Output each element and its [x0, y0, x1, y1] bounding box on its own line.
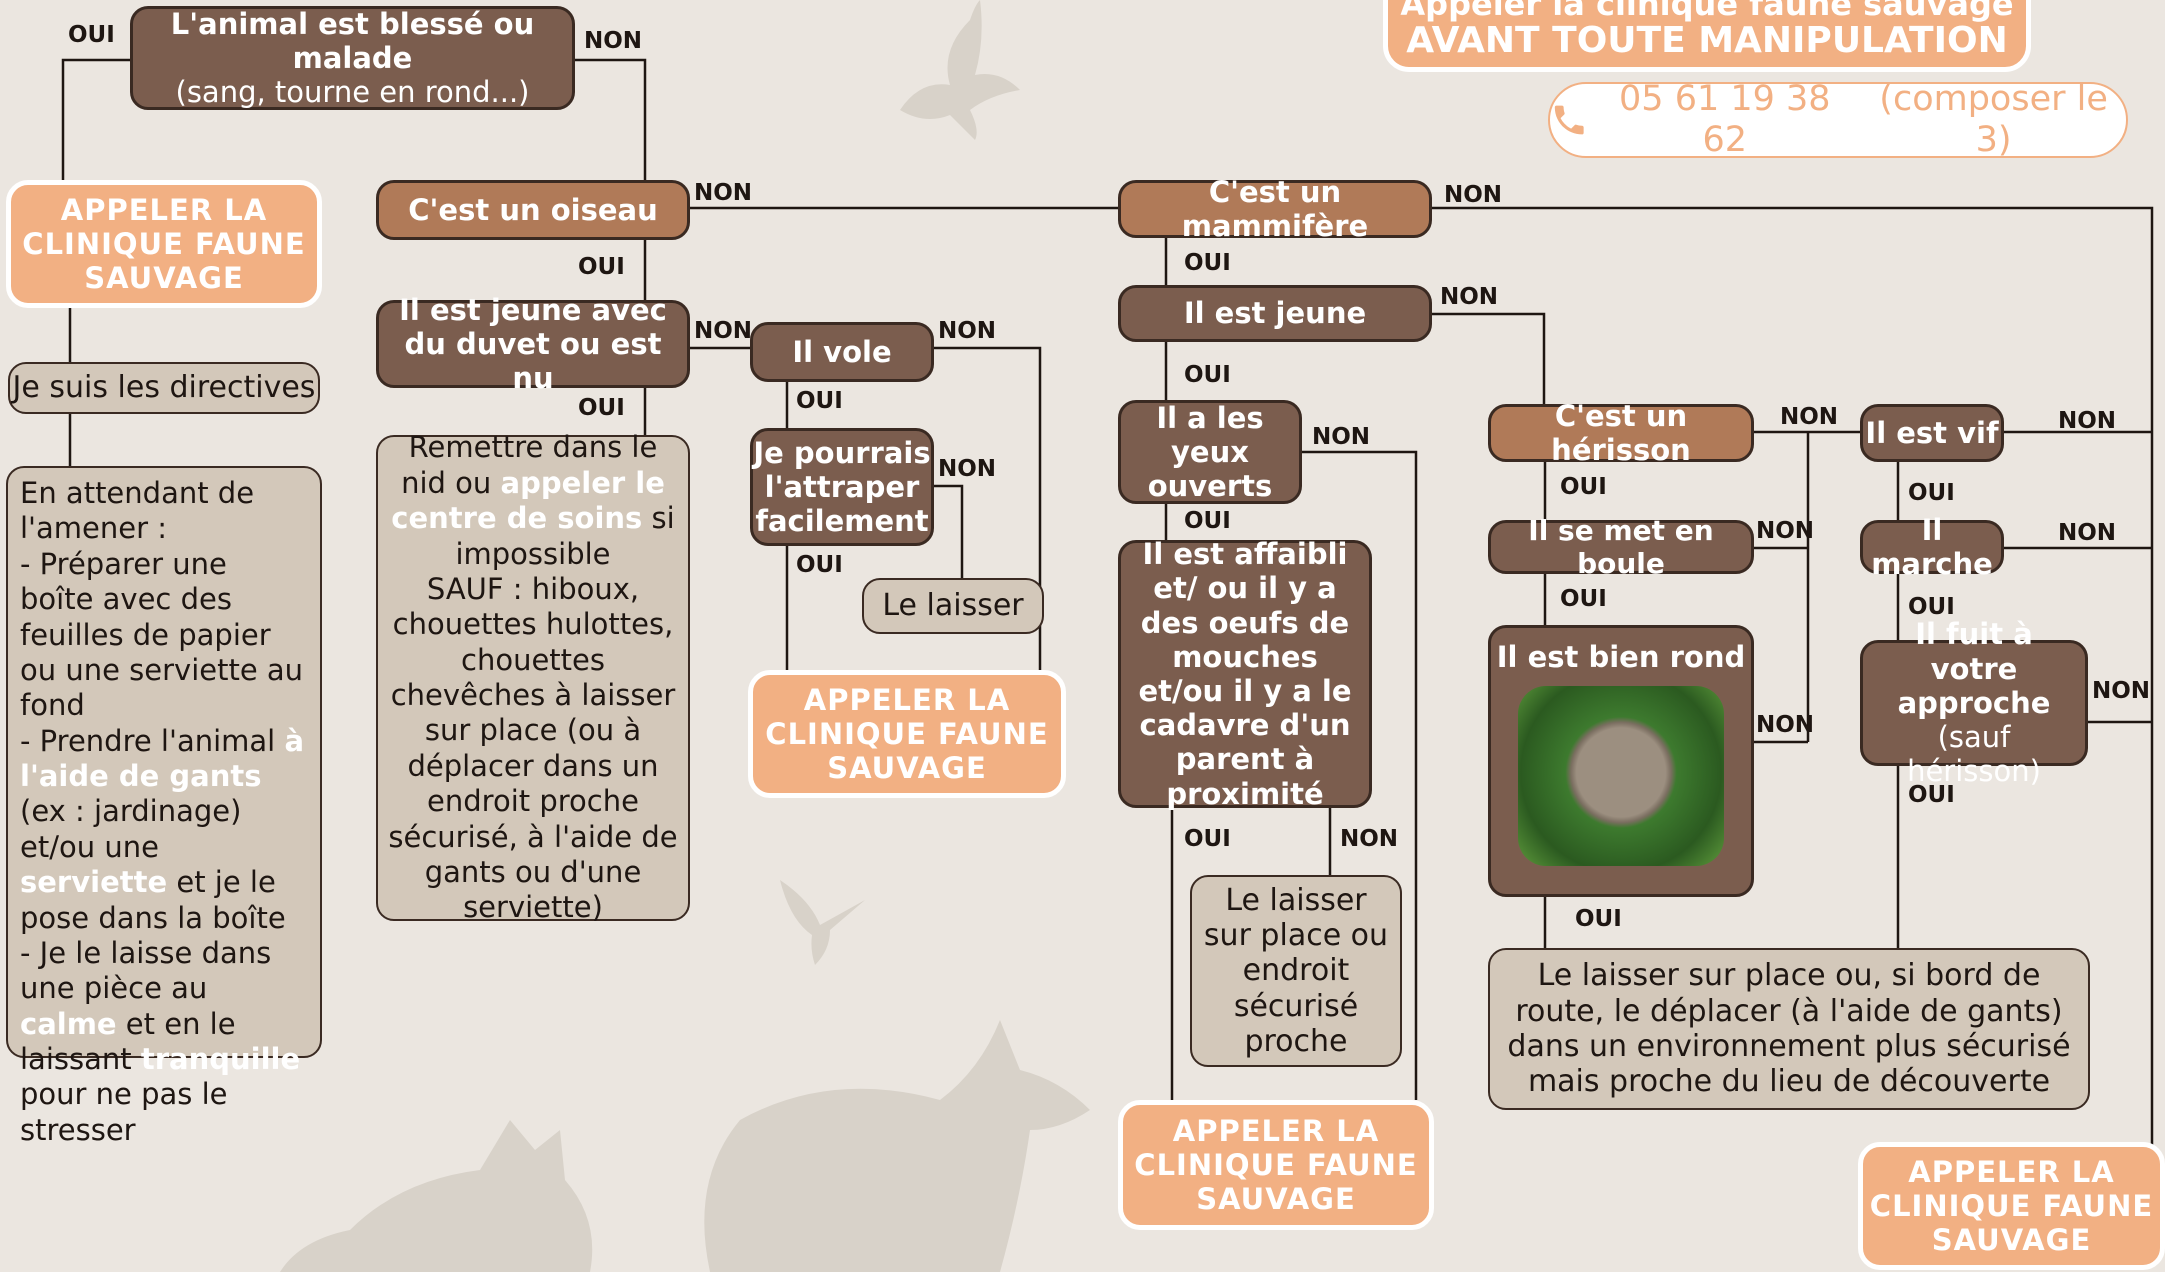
node-is-bird: C'est un oiseau — [376, 180, 690, 240]
instruction-line: En attendant de l'amener : — [20, 476, 255, 546]
label-no: NON — [1312, 424, 1371, 450]
node-eyes-open: Il a les yeux ouverts — [1118, 400, 1302, 504]
label-yes: OUI — [1184, 362, 1231, 388]
phone-note: (composer le 3) — [1879, 78, 2108, 160]
label-yes: OUI — [578, 395, 625, 421]
is-hedgehog-text: C'est un hérisson — [1551, 398, 1691, 467]
label-yes: OUI — [578, 254, 625, 280]
call-clinic-label: APPELER LA CLINIQUE FAUNE SAUVAGE — [1134, 1113, 1418, 1217]
label-yes: OUI — [1184, 508, 1231, 534]
lively-text: Il est vif — [1865, 415, 1999, 450]
hedgehog-photo — [1518, 686, 1724, 867]
node-young-down: Il est jeune avec du duvet ou est nu — [376, 293, 690, 395]
is-young-text: Il est jeune — [1183, 296, 1367, 331]
eyes-open-text: Il a les yeux ouverts — [1147, 400, 1273, 504]
node-leave-or-move: Le laisser sur place ou, si bord de rout… — [1488, 948, 2090, 1110]
call-clinic-label: APPELER LA CLINIQUE FAUNE SAUVAGE — [1869, 1154, 2154, 1258]
node-leave-in-place: Le laisser sur place ou endroit sécurisé… — [1190, 875, 1402, 1067]
node-leave-it: Le laisser — [862, 578, 1044, 634]
node-it-flies: Il vole — [750, 322, 934, 382]
label-yes: OUI — [1908, 782, 1955, 808]
header-top-line: Appeler la clinique faune sauvage — [1400, 0, 2014, 23]
node-is-mammal: C'est un mammifère — [1118, 175, 1432, 243]
label-yes: OUI — [796, 552, 843, 578]
fox-silhouette-icon — [280, 1120, 593, 1272]
header-bottom-line: AVANT TOUTE MANIPULATION — [1406, 20, 2008, 62]
nest-line: Remettre dans le nid ou appeler le centr… — [391, 430, 675, 571]
label-yes: OUI — [796, 388, 843, 414]
label-yes: OUI — [1908, 480, 1955, 506]
label-no: NON — [2092, 678, 2151, 704]
label-no: NON — [938, 456, 997, 482]
label-no: NON — [694, 180, 753, 206]
follow-directives-text: Je suis les directives — [12, 370, 316, 406]
call-clinic-label: APPELER LA CLINIQUE FAUNE SAUVAGE — [765, 682, 1049, 786]
label-no: NON — [1444, 182, 1503, 208]
label-no: NON — [2058, 408, 2117, 434]
leave-it-text: Le laisser — [882, 588, 1024, 624]
header-banner: Appeler la clinique faune sauvage AVANT … — [1383, 0, 2031, 72]
node-follow-directives: Je suis les directives — [8, 362, 320, 414]
label-yes: OUI — [1184, 250, 1231, 276]
injured-title: L'animal est blessé ou malade — [170, 6, 535, 75]
phone-icon — [1554, 105, 1584, 135]
node-ball: Il se met en boule — [1488, 514, 1754, 580]
label-yes: OUI — [1908, 594, 1955, 620]
ball-text: Il se met en boule — [1528, 513, 1714, 580]
is-bird-text: C'est un oiseau — [408, 192, 658, 227]
instruction-line: - Je le laisse dans une pièce au calme e… — [20, 935, 301, 1147]
node-is-young: Il est jeune — [1118, 285, 1432, 342]
label-yes: OUI — [1184, 826, 1231, 852]
label-no: NON — [1440, 284, 1499, 310]
node-injured: L'animal est blessé ou malade (sang, tou… — [130, 6, 575, 110]
nest-exception: SAUF : hiboux, chouettes hulottes, choue… — [388, 571, 678, 925]
leave-or-move-text: Le laisser sur place ou, si bord de rout… — [1507, 958, 2071, 1100]
call-clinic-box-4: APPELER LA CLINIQUE FAUNE SAUVAGE — [1858, 1142, 2165, 1270]
node-flees: Il fuit à votre approche (sauf hérisson) — [1860, 617, 2088, 788]
node-round: Il est bien rond — [1488, 625, 1754, 897]
label-no: NON — [1756, 712, 1815, 738]
deer-silhouette-icon — [704, 1020, 1090, 1272]
label-yes: OUI — [68, 22, 115, 48]
dove-silhouette-icon — [900, 0, 1020, 140]
node-waiting-instructions: En attendant de l'amener : - Préparer un… — [6, 466, 322, 1147]
call-clinic-box-2: APPELER LA CLINIQUE FAUNE SAUVAGE — [748, 670, 1066, 798]
label-yes: OUI — [1560, 586, 1607, 612]
label-no: NON — [1756, 518, 1815, 544]
phone-pill[interactable]: 05 61 19 38 62 (composer le 3) — [1548, 79, 2128, 160]
round-text: Il est bien rond — [1496, 640, 1746, 674]
label-no: NON — [1340, 826, 1399, 852]
label-no: NON — [2058, 520, 2117, 546]
instruction-line: - Prendre l'animal à l'aide de gants (ex… — [20, 723, 305, 935]
young-down-text: Il est jeune avec du duvet ou est nu — [399, 292, 667, 396]
label-yes: OUI — [1575, 906, 1622, 932]
injured-subtitle: (sang, tourne en rond...) — [175, 75, 530, 110]
node-nest-instructions: Remettre dans le nid ou appeler le centr… — [376, 430, 690, 924]
call-clinic-box-1: APPELER LA CLINIQUE FAUNE SAUVAGE — [6, 180, 322, 308]
node-lively: Il est vif — [1860, 404, 2004, 462]
label-no: NON — [584, 28, 643, 54]
leave-in-place-text: Le laisser sur place ou endroit sécurisé… — [1203, 882, 1389, 1060]
label-no: NON — [1780, 404, 1839, 430]
weakened-text: Il est affaibli et/ ou il y a des oeufs … — [1138, 537, 1352, 811]
call-clinic-label: APPELER LA CLINIQUE FAUNE SAUVAGE — [22, 192, 306, 296]
phone-number[interactable]: 05 61 19 38 62 — [1619, 78, 1831, 160]
instruction-line: - Préparer une boîte avec des feuilles d… — [20, 546, 304, 723]
node-is-hedgehog: C'est un hérisson — [1488, 399, 1754, 467]
call-clinic-box-3: APPELER LA CLINIQUE FAUNE SAUVAGE — [1118, 1100, 1434, 1230]
label-yes: OUI — [1560, 474, 1607, 500]
node-catch-easily: Je pourrais l'attraper facilement — [750, 428, 934, 546]
label-no: NON — [938, 318, 997, 344]
is-mammal-text: C'est un mammifère — [1181, 174, 1369, 243]
node-weakened: Il est affaibli et/ ou il y a des oeufs … — [1118, 537, 1372, 811]
walks-text: Il marche — [1871, 512, 1993, 581]
hummingbird-silhouette-icon — [780, 880, 865, 965]
it-flies-text: Il vole — [792, 334, 892, 369]
flees-text: Il fuit à votre approche (sauf hérisson) — [1897, 617, 2051, 789]
catch-easily-text: Je pourrais l'attraper facilement — [753, 435, 931, 539]
node-walks: Il marche — [1860, 513, 2004, 581]
label-no: NON — [694, 318, 753, 344]
